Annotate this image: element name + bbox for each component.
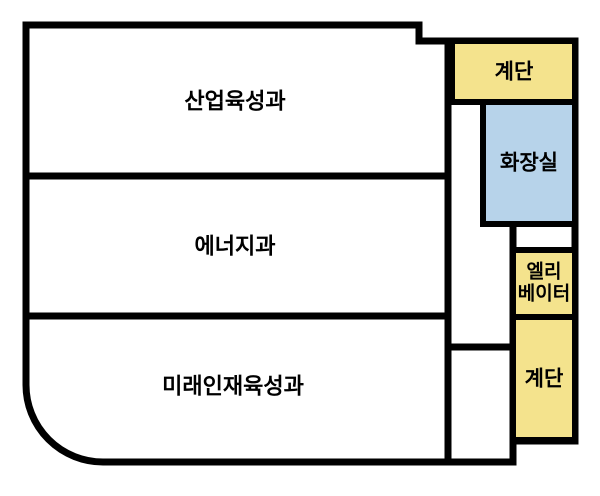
room-future-talent-label: 미래인재육성과 [162, 374, 304, 399]
room-energy-label: 에너지과 [195, 234, 276, 259]
elevator-room [510, 247, 578, 320]
interior-walls [22, 37, 517, 466]
stairs-bottom-label: 계단 [525, 368, 564, 391]
stairs-top-room [449, 38, 578, 105]
room-energy [26, 176, 449, 316]
elevator-label-line1: 엘리 [527, 261, 562, 283]
restroom-room [480, 99, 578, 227]
room-industry-promotion [26, 25, 449, 176]
stairs-bottom-room [510, 314, 578, 443]
room-future-talent [26, 316, 449, 462]
stairs-top-label: 계단 [495, 61, 534, 84]
elevator-label-line2: 베이터 [518, 283, 570, 305]
restroom-label: 화장실 [500, 152, 558, 175]
room-industry-promotion-label: 산업육성과 [184, 89, 285, 114]
